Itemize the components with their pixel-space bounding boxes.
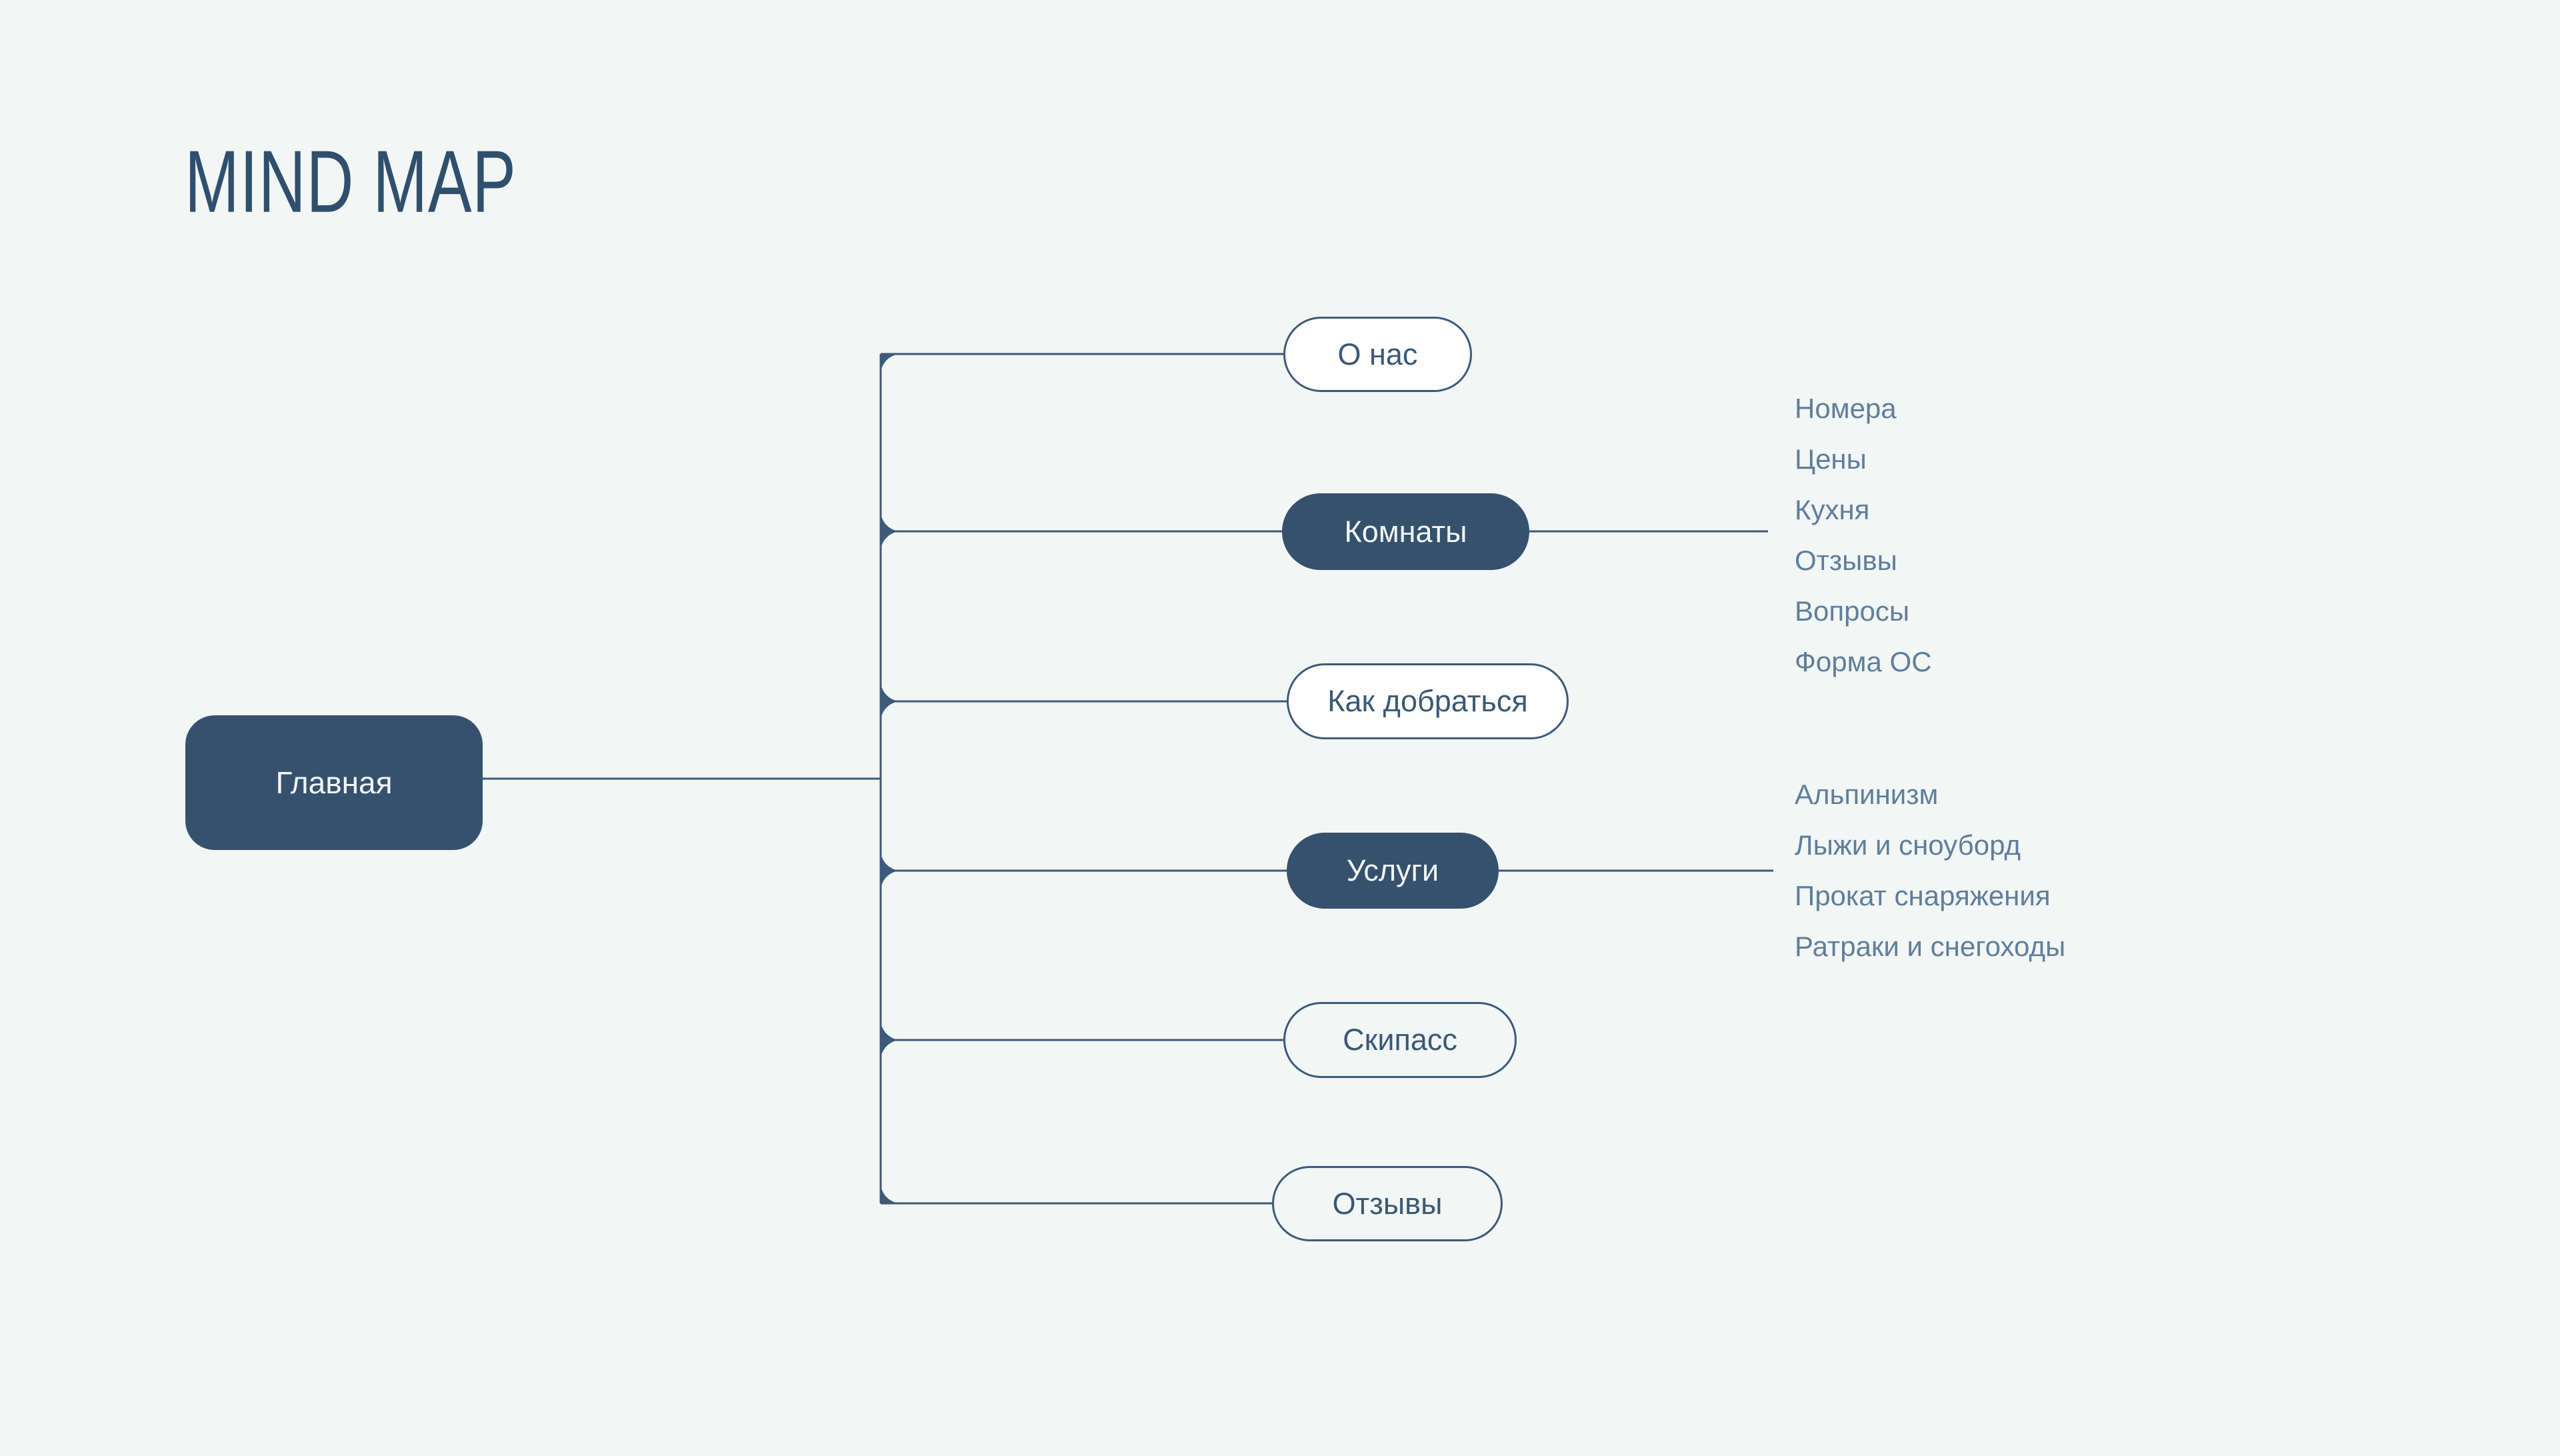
page-title: MIND MAP <box>185 132 517 231</box>
list-item: Альпинизм <box>1795 779 1939 810</box>
list-item: Отзывы <box>1795 545 1897 576</box>
list-item: Форма ОС <box>1795 646 1932 677</box>
list-item: Цены <box>1795 443 1867 475</box>
node-otzyvy-label: Отзывы <box>1332 1186 1443 1221</box>
junction-directions <box>881 681 901 722</box>
list-item: Номера <box>1795 393 1897 424</box>
list-item: Лыжи и сноуборд <box>1795 829 2021 861</box>
node-komnaty[interactable]: Комнаты <box>1282 493 1529 570</box>
services-child-list: Альпинизм Лыжи и сноуборд Прокат снаряже… <box>1795 769 2065 972</box>
node-uslugi-label: Услуги <box>1346 853 1439 887</box>
junction-bottom <box>881 1183 901 1203</box>
list-item: Вопросы <box>1795 595 1910 627</box>
junction-top <box>881 354 901 375</box>
list-item: Прокат снаряжения <box>1795 880 2051 911</box>
node-root-label: Главная <box>275 765 393 800</box>
node-uslugi[interactable]: Услуги <box>1287 833 1499 909</box>
list-item: Кухня <box>1795 494 1870 525</box>
node-o-nas-label: О нас <box>1337 337 1418 371</box>
rooms-child-list: Номера Цены Кухня Отзывы Вопросы Форма О… <box>1795 383 1932 687</box>
node-root-glavnaya[interactable]: Главная <box>185 715 483 850</box>
node-skipass-label: Скипасс <box>1343 1023 1457 1057</box>
node-otzyvy[interactable]: Отзывы <box>1272 1166 1503 1241</box>
junction-services <box>881 850 901 891</box>
node-kak-dobratsya[interactable]: Как добраться <box>1287 663 1569 739</box>
node-skipass[interactable]: Скипасс <box>1283 1002 1517 1078</box>
node-komnaty-label: Комнаты <box>1344 514 1467 549</box>
junction-rooms <box>881 511 901 552</box>
node-o-nas[interactable]: О нас <box>1283 317 1472 392</box>
list-item: Ратраки и снегоходы <box>1795 931 2066 962</box>
node-kak-dobratsya-label: Как добраться <box>1327 684 1528 718</box>
junction-skipass <box>881 1019 901 1061</box>
